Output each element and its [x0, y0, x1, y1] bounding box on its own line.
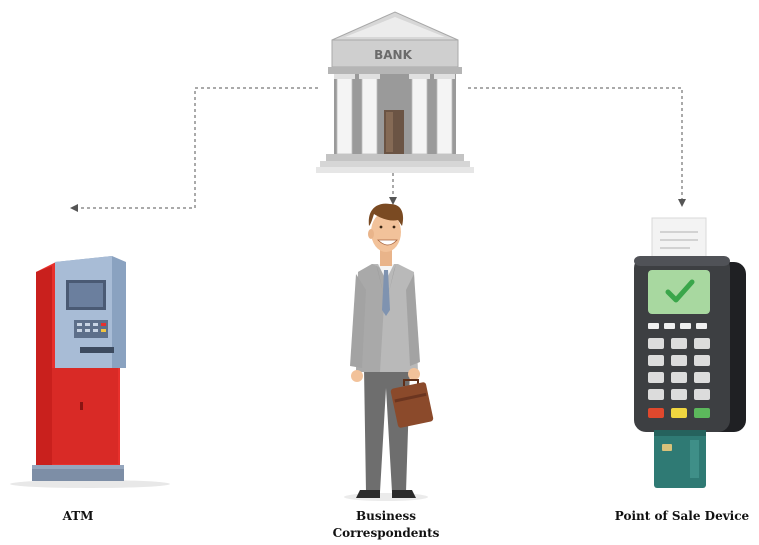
- credit-card-icon: [654, 430, 706, 488]
- business-correspondents-label: Business Correspondents: [332, 509, 440, 540]
- atm-machine-icon: [10, 256, 170, 488]
- connector-bank-to-atm: [70, 87, 318, 212]
- pos-clear-key: [671, 408, 687, 418]
- pos-terminal-icon: [634, 217, 746, 488]
- pos-screen: [648, 270, 710, 314]
- check-mark-icon: [665, 279, 695, 303]
- briefcase-icon: [390, 379, 434, 428]
- connector-bank-to-pos: [468, 87, 686, 207]
- atm-cash-slot: [80, 347, 114, 353]
- bank-building-icon: BANK: [316, 11, 474, 173]
- businessman-icon: [344, 203, 428, 501]
- point-of-sale-device-label: Point of Sale Device: [614, 509, 750, 523]
- bank-sign-text: BANK: [374, 48, 412, 62]
- pos-keypad: [648, 338, 710, 400]
- atm-keypad: [74, 320, 108, 338]
- connectors: [70, 87, 686, 212]
- pos-cancel-key: [648, 408, 664, 418]
- pos-enter-key: [694, 408, 710, 418]
- atm-label: ATM: [62, 509, 94, 523]
